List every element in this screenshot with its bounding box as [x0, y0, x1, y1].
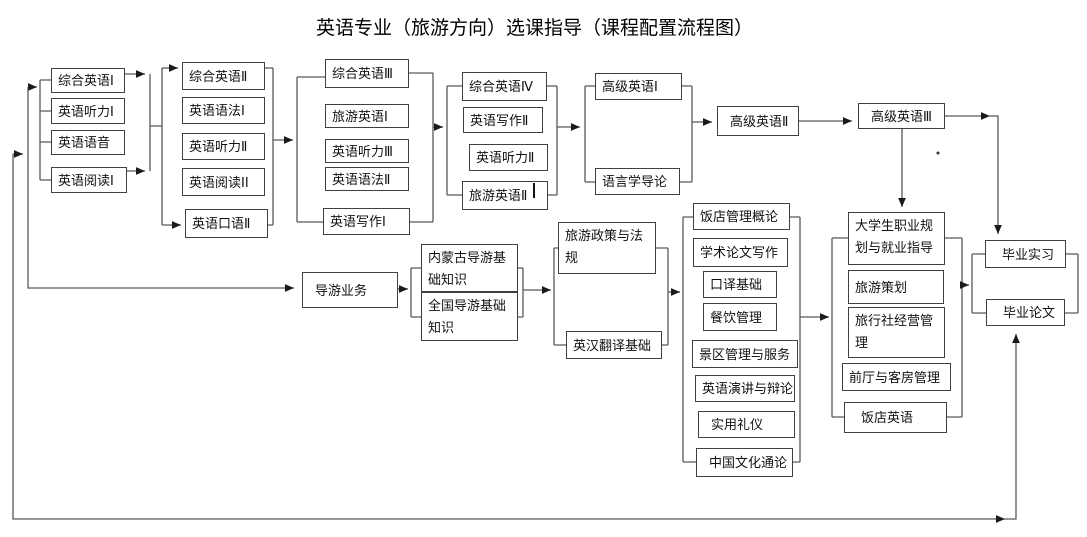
course-box: 餐饮管理: [703, 303, 777, 331]
course-box: 英语阅读Ⅰ: [51, 167, 127, 193]
course-box: 英语语音: [51, 130, 125, 155]
course-box: 导游业务: [302, 272, 398, 308]
course-box: 英语语法Ⅰ: [182, 97, 265, 124]
course-box: 英语写作Ⅱ: [463, 107, 543, 133]
course-box: 英语听力Ⅱ: [469, 144, 548, 171]
course-box: 旅游英语Ⅰ: [325, 104, 409, 128]
course-box: 饭店英语: [844, 402, 947, 433]
course-box: 饭店管理概论: [693, 203, 790, 230]
diagram-title: 英语专业（旅游方向）选课指导（课程配置流程图）: [316, 18, 754, 39]
course-box: 旅游策划: [848, 270, 944, 304]
course-box: 英语演讲与辩论: [695, 375, 795, 402]
course-box: 学术论文写作: [693, 238, 788, 267]
course-box: 英语听力Ⅱ: [182, 133, 265, 160]
course-box: 大学生职业规划与就业指导: [848, 212, 945, 265]
course-box: 英语听力Ⅰ: [51, 98, 125, 124]
course-box: 高级英语Ⅱ: [717, 106, 799, 136]
course-box: 实用礼仪: [698, 411, 795, 438]
course-box: 旅游英语Ⅱ: [462, 181, 548, 210]
course-box: 口译基础: [703, 271, 777, 298]
course-box: 语言学导论: [595, 168, 680, 195]
course-box: 中国文化通论: [696, 448, 793, 477]
course-box: 毕业论文: [986, 299, 1065, 326]
course-box: 综合英语Ⅰ: [51, 68, 125, 93]
course-box: 英汉翻译基础: [566, 331, 662, 359]
course-box: 全国导游基础知识: [421, 292, 518, 341]
course-box: 高级英语Ⅰ: [595, 73, 682, 100]
course-box: 英语语法Ⅱ: [325, 167, 409, 191]
course-box: 前厅与客房管理: [842, 363, 951, 391]
course-box: 综合英语Ⅲ: [325, 59, 409, 88]
course-box: 旅行社经营管理: [848, 307, 945, 358]
course-box: 综合英语Ⅳ: [462, 72, 547, 101]
course-box: 旅游政策与法规: [558, 222, 656, 274]
course-box: 景区管理与服务: [692, 340, 798, 368]
course-box: 毕业实习: [985, 240, 1066, 268]
stray-dot: [936, 151, 940, 155]
text-cursor: [533, 183, 535, 198]
course-box: 英语阅读ⅠⅠ: [182, 168, 265, 196]
course-box: 英语听力Ⅲ: [325, 139, 409, 163]
course-box: 英语口语Ⅱ: [185, 209, 268, 238]
course-box: 综合英语Ⅱ: [182, 62, 265, 90]
course-box: 内蒙古导游基础知识: [421, 244, 518, 292]
course-box: 高级英语Ⅲ: [858, 103, 945, 129]
course-box: 英语写作Ⅰ: [323, 208, 410, 235]
